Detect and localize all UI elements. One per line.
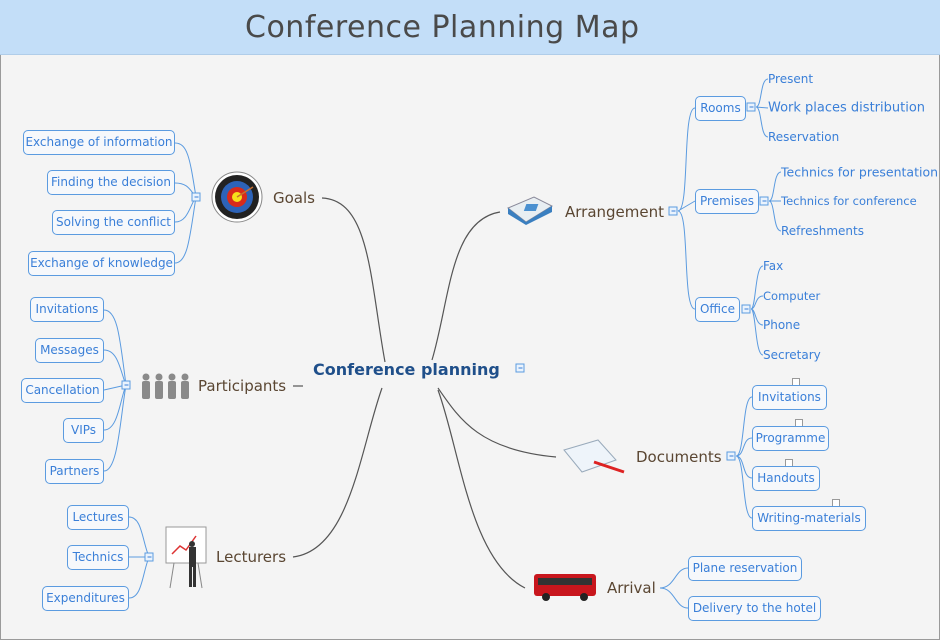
documents-item[interactable]: Invitations <box>752 385 827 410</box>
documents-item[interactable]: Writing-materials <box>752 506 866 531</box>
collapse-button[interactable] <box>741 304 751 314</box>
documents-item[interactable]: Programme <box>752 426 829 451</box>
office-item[interactable]: Phone <box>763 318 801 332</box>
lecturers-item[interactable]: Expenditures <box>42 586 129 611</box>
participants-item[interactable]: VIPs <box>63 418 104 443</box>
presentation-icon <box>165 526 207 589</box>
rooms-item[interactable]: Present <box>768 72 814 86</box>
participants-item[interactable]: Invitations <box>30 297 104 322</box>
page-title: Conference Planning Map <box>245 10 640 45</box>
participants-item[interactable]: Partners <box>45 459 104 484</box>
participants-item[interactable]: Cancellation <box>21 378 104 403</box>
collapse-button[interactable] <box>121 380 131 390</box>
goals-item[interactable]: Exchange of knowledge <box>28 251 175 276</box>
goals-item[interactable]: Finding the decision <box>47 170 175 195</box>
collapse-button[interactable] <box>668 206 678 216</box>
premises-item[interactable]: Refreshments <box>781 224 864 238</box>
collapse-button[interactable] <box>726 451 736 461</box>
title-bar: Conference Planning Map <box>0 0 940 55</box>
documents-topic[interactable]: Documents <box>636 448 722 466</box>
arrival-item[interactable]: Delivery to the hotel <box>688 596 821 621</box>
participants-topic[interactable]: Participants <box>198 377 287 395</box>
people-icon <box>142 373 189 399</box>
arrival-item[interactable]: Plane reservation <box>688 556 802 581</box>
documents-item[interactable]: Handouts <box>752 466 820 491</box>
arrival-topic[interactable]: Arrival <box>607 579 656 597</box>
lecturers-item[interactable]: Lectures <box>67 505 129 530</box>
rooms-node[interactable]: Rooms <box>695 96 746 121</box>
document-pen-icon <box>563 439 625 474</box>
lecturers-item[interactable]: Technics <box>67 545 129 570</box>
target-icon <box>211 171 263 223</box>
office-node[interactable]: Office <box>695 297 740 322</box>
collapse-button[interactable] <box>144 552 154 562</box>
central-topic[interactable]: Conference planning <box>313 360 500 379</box>
goals-item[interactable]: Exchange of information <box>23 130 175 155</box>
goals-topic[interactable]: Goals <box>273 189 315 207</box>
collapse-button[interactable] <box>515 363 525 373</box>
bus-icon <box>534 574 596 601</box>
rooms-item[interactable]: Work places distribution <box>768 100 926 116</box>
premises-item[interactable]: Technics for presentation <box>781 164 939 180</box>
collapse-button[interactable] <box>191 192 201 202</box>
participants-item[interactable]: Messages <box>35 338 104 363</box>
office-item[interactable]: Computer <box>763 289 821 303</box>
collapse-button[interactable] <box>759 196 769 206</box>
arrangement-topic[interactable]: Arrangement <box>565 203 665 221</box>
premises-item[interactable]: Technics for conference <box>781 194 917 208</box>
collapse-button[interactable] <box>746 102 756 112</box>
goals-item[interactable]: Solving the conflict <box>52 210 175 235</box>
office-item[interactable]: Secretary <box>763 348 821 362</box>
office-item[interactable]: Fax <box>763 259 784 273</box>
premises-node[interactable]: Premises <box>695 189 759 214</box>
phone-icon <box>507 196 554 225</box>
lecturers-topic[interactable]: Lecturers <box>216 548 287 566</box>
rooms-item[interactable]: Reservation <box>768 130 840 144</box>
